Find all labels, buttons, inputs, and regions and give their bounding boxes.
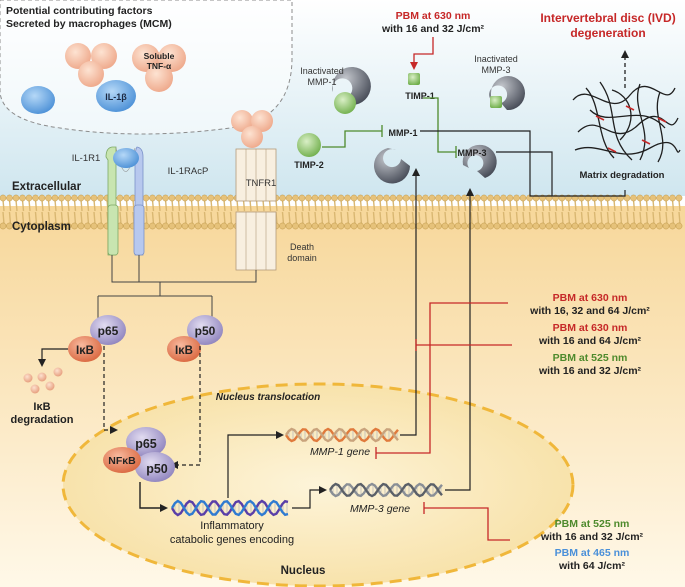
timp1-molecule [408,73,420,85]
p50-translocation-arrow [170,346,201,469]
p50-nucleus [135,452,175,482]
mcm-title-line1: Potential contributing factors [6,5,153,17]
nfkb-label: NFκB [108,455,136,467]
soluble-tnf-label-line2: TNF-α [147,61,172,71]
inactivated-mmp1-label-line2: MMP-1 [308,77,337,87]
pbm-pbmRight-0-line2: with 16, 32 and 64 J/cm² [529,305,650,317]
cytoplasm-label: Cytoplasm [12,221,71,233]
p65-cytoplasm-label: p65 [98,324,119,338]
mcm-title-line2: Secreted by macrophages (MCM) [6,18,172,30]
il1racp-label: IL-1RAcP [168,166,209,177]
death-domain-label-line1: Death [290,242,314,252]
tnfr1-label: TNFR1 [246,178,277,189]
il1b-label: IL-1β [105,92,127,102]
timp-inhibition-lines [322,97,457,158]
ikb-degradation-label-line2: degradation [11,414,74,426]
inactivated-mmp1-label-line1: Inactivated [300,66,344,76]
inactivated-mmp3-label-line2: MMP-3 [482,65,511,75]
il1r1-label: IL-1R1 [72,153,101,164]
p65-nucleus [126,427,166,457]
ivd-title-line2: degeneration [570,26,645,40]
pbm-pbmBottom-1-line1: PBM at 465 nm [555,547,630,559]
tnf-cluster-left [65,43,117,87]
mmp1-active [374,148,410,184]
nucleus [61,382,575,587]
degradation-arrow [38,348,68,367]
ikb-right [167,336,201,362]
ikb-degradation-dots [23,367,63,394]
mmp1-expression-arrow [400,168,420,436]
p65-translocation-arrow [103,346,118,434]
inflammatory-label-line2: catabolic genes encoding [170,534,294,546]
nucleus-translocation-label: Nucleus translocation [216,392,320,403]
mmp3-active [462,144,497,178]
pbm-top-line1: PBM at 630 nm [396,10,471,22]
inflammatory-dna [170,499,289,517]
nfkb-to-genes-arrow [139,482,168,512]
mmp3-expression-arrow [445,188,474,491]
p50-cytoplasm [187,315,223,345]
pbm-top-line2: with 16 and 32 J/cm² [381,23,485,35]
pbm-pbmRight-2-line1: PBM at 525 nm [553,352,628,364]
pbm-pbmRight-2-line2: with 16 and 32 J/cm² [538,365,642,377]
soluble-tnf-label-line1: Soluble [144,51,175,61]
matrix-degradation-label: Matrix degradation [580,170,665,181]
mmp1-gene-label: MMP-1 gene [310,446,370,458]
death-domain-label-line2: domain [287,253,317,263]
mmp3-label: MMP-3 [458,148,487,158]
genes-to-mmp3-arrow [292,486,327,509]
pbm-pbmRight-0-line1: PBM at 630 nm [553,292,628,304]
mmp3-gene-dna [329,482,443,498]
ikb-degradation-label-line1: IκB [33,401,50,413]
ikb-left-label: IκB [76,345,94,357]
pbm-top-arrow [410,37,434,70]
tnfr1-receptor [235,148,277,271]
p65-nucleus-label: p65 [135,437,157,451]
inactivated-mmp3-label-line1: Inactivated [474,54,518,64]
pbm-right-inhibition [375,302,512,459]
nfkb-ikb [103,447,141,473]
timp2-molecule [297,133,321,157]
il1b-molecule [96,80,136,112]
nucleus-label: Nucleus [281,565,326,577]
pbm-pbmBottom-0-line2: with 16 and 32 J/cm² [540,531,644,543]
pbm-pbmBottom-1-line2: with 64 J/cm² [558,560,625,572]
inflammatory-label-line1: Inflammatory [200,520,264,532]
mmp3-gene-label: MMP-3 gene [350,503,410,515]
il1b-molecule-left [21,86,55,114]
mmp-to-matrix-lines [420,130,626,197]
pbm-pbmRight-1-line2: with 16 and 64 J/cm² [538,335,642,347]
p65-cytoplasm [90,315,126,345]
genes-to-mmp1-arrow [227,431,284,498]
soluble-tnf-cluster [132,44,186,92]
timp1-label: TIMP-1 [405,91,435,101]
pbm-pbmBottom-0-line1: PBM at 525 nm [555,518,630,530]
inactivated-mmp1-complex [332,67,371,114]
ikb-left [68,336,102,362]
pbm-pbmRight-1-line1: PBM at 630 nm [553,322,628,334]
matrix-fibers [572,81,681,163]
timp2-label: TIMP-2 [294,160,324,170]
mmp1-gene-dna [285,427,399,443]
mmp1-label: MMP-1 [389,128,418,138]
inactivated-mmp3-complex [489,76,525,111]
extracellular-label: Extracellular [12,181,82,193]
p50-cytoplasm-label: p50 [195,324,216,338]
signal-lines [97,255,257,318]
ivd-title-line1: Intervertebral disc (IVD) [540,11,675,25]
p50-nucleus-label: p50 [146,462,168,476]
il1-receptor [105,146,145,256]
pbm-bottom-inhibition [423,502,510,541]
ikb-right-label: IκB [175,345,193,357]
tnf-cluster-top [231,110,273,148]
